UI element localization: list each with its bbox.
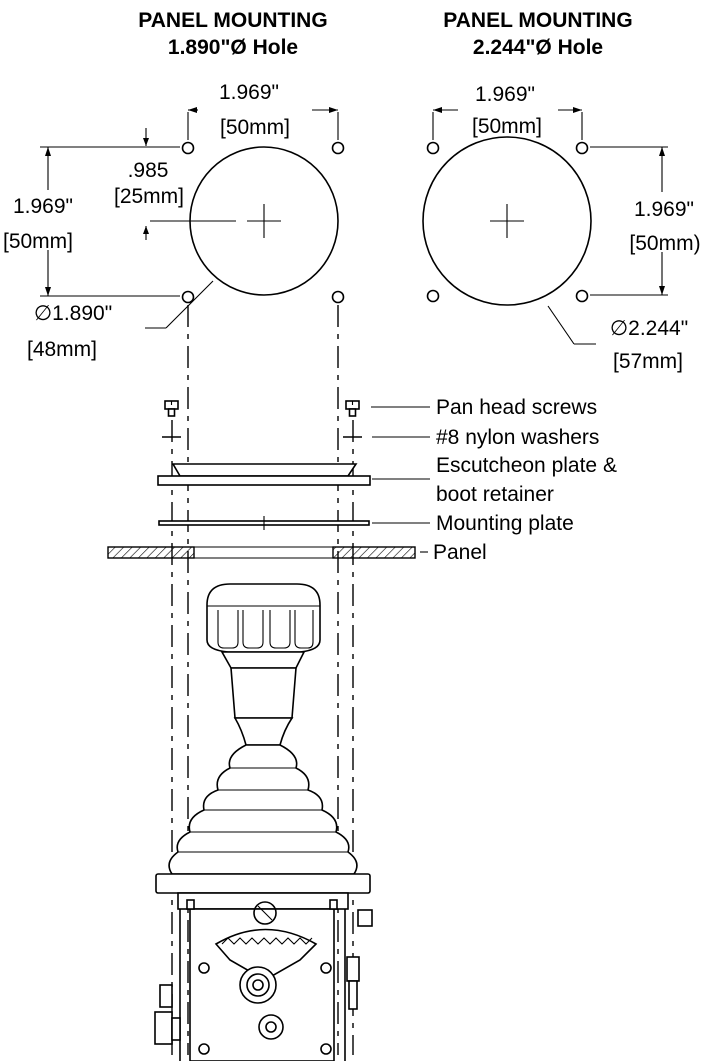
right-hole-dia-mm: [57mm]	[613, 350, 683, 373]
left-dim-top-in: 1.969"	[219, 81, 279, 104]
right-cutout-drawing	[422, 107, 668, 345]
escutcheon-plate	[157, 463, 371, 486]
right-dim-side-mm: [50mm)	[629, 232, 700, 255]
mounting-plate	[158, 516, 370, 530]
callout-escutcheon-line1: Escutcheon plate &	[436, 454, 617, 477]
left-dim-side-in: 1.969"	[13, 195, 73, 218]
left-dim-half-mm: [25mm]	[114, 185, 184, 208]
exploded-assembly	[107, 305, 416, 1061]
mechanism-housing	[154, 892, 373, 1061]
right-title-line1: PANEL MOUNTING	[443, 9, 632, 32]
callout-escutcheon-line2: boot retainer	[436, 483, 554, 506]
boot-base-plate	[155, 873, 371, 894]
callout-mounting-plate: Mounting plate	[436, 512, 574, 535]
right-dim-side-in: 1.969"	[634, 198, 694, 221]
left-cutout-drawing	[40, 107, 345, 329]
joystick-knob	[206, 583, 321, 653]
left-hole-dia-mm: [48mm]	[27, 338, 97, 361]
joystick-handle	[220, 651, 306, 746]
callout-panel: Panel	[433, 541, 487, 564]
pan-head-screw-right	[345, 400, 360, 417]
callout-pan-head-screws: Pan head screws	[436, 396, 597, 419]
panel	[107, 546, 416, 559]
right-dim-top-in: 1.969"	[475, 83, 535, 106]
left-dim-side-mm: [50mm]	[3, 230, 73, 253]
left-dim-top-mm: [50mm]	[220, 116, 290, 139]
pan-head-screw-left	[164, 400, 179, 417]
left-title-line1: PANEL MOUNTING	[138, 9, 327, 32]
callout-nylon-washers: #8 nylon washers	[436, 426, 599, 449]
left-hole-dia-in: ∅1.890"	[34, 302, 112, 325]
rubber-boot	[168, 744, 358, 875]
right-hole-dia-in: ∅2.244"	[610, 317, 688, 340]
right-dim-top-mm: [50mm]	[472, 115, 542, 138]
callout-leaders	[371, 406, 430, 553]
right-title-line2: 2.244"Ø Hole	[473, 36, 603, 59]
left-title-line2: 1.890"Ø Hole	[168, 36, 298, 59]
left-dim-half-in: .985	[128, 159, 169, 182]
